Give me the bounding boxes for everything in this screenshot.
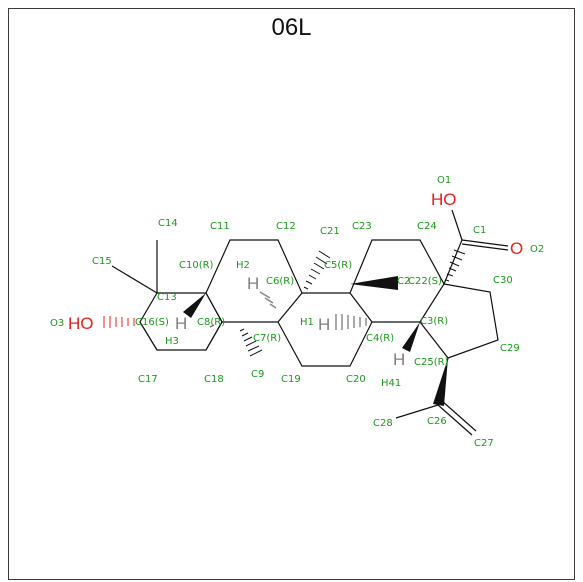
atom-label: C12 [276,221,296,232]
atom-label: C30 [493,275,513,286]
stereo-wedges [103,249,466,406]
atom-label: C26 [427,416,447,427]
atom-label: C14 [158,218,178,229]
atom-label: H41 [381,378,401,389]
atom-label: O2 [530,244,544,255]
atom-label: C1 [473,225,486,236]
atom-label: C4(R) [366,333,394,344]
atom-label: C5(R) [324,260,352,271]
atom-label: C6(R) [266,276,294,287]
hydroxyl-label-top: HO [431,190,457,209]
molecule-title: 06L [271,14,312,41]
atom-label: C2 [397,276,410,287]
atom-label: C28 [373,418,393,429]
atom-label: C27 [474,438,494,449]
diagram-frame [8,8,575,580]
atom-label: O1 [437,175,451,186]
atom-label: C3(R) [420,316,448,327]
atom-label: C20 [346,374,366,385]
atom-label: C9 [251,369,264,380]
hydrogen-c6: H [247,274,259,293]
hydroxyl-label-left: HO [68,314,94,333]
atom-label: O3 [50,318,64,329]
atom-label: C16(S) [135,317,169,328]
atom-label: C8(R) [197,317,225,328]
atom-label: C21 [320,226,340,237]
atom-label: C18 [204,374,224,385]
atom-label: C13 [157,292,177,303]
atom-labels: C14 C11 C12 C21 C23 C24 O1 O2 C1 C15 C10… [50,175,544,449]
atom-label: C10(R) [179,260,214,271]
atom-label: C25(R) [414,357,449,368]
atom-label: H2 [236,260,250,271]
bond-skeleton [111,209,509,436]
atom-label: C23 [352,221,372,232]
hydrogen-c10: H [175,314,187,333]
atom-label: C7(R) [253,333,281,344]
atom-label: H1 [300,317,314,328]
atom-label: C29 [500,343,520,354]
atom-label: H3 [165,336,179,347]
atom-label: C15 [92,256,112,267]
atom-label: C17 [138,374,158,385]
hydrogen-c4: H [318,315,330,334]
carbonyl-oxygen-label: O [510,239,523,258]
atom-label: C22(S) [408,276,442,287]
hydrogen-c3: H [393,350,405,369]
atom-label: C19 [281,374,301,385]
atom-label: C11 [210,221,230,232]
atom-label: C24 [417,221,437,232]
